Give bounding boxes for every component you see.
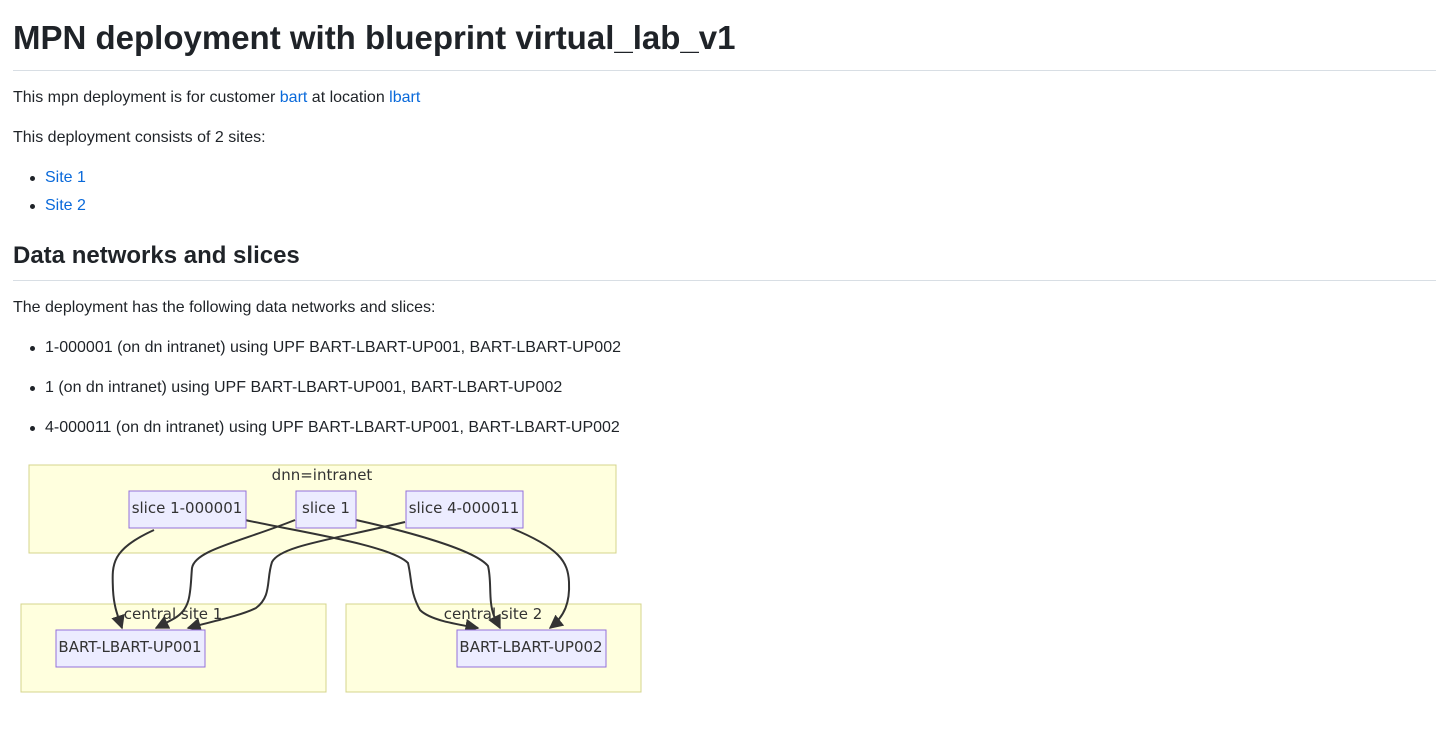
slice-node-1-000001: slice 1-000001 — [128, 490, 247, 529]
site-2-link[interactable]: Site 2 — [45, 197, 86, 214]
edge-slice1-up002 — [355, 519, 501, 630]
upf-node-box — [55, 629, 206, 668]
list-bullet — [30, 426, 35, 431]
network-item-1: 1-000001 (on dn intranet) using UPF BART… — [45, 339, 621, 356]
sites-intro: This deployment consists of 2 sites: — [13, 129, 266, 146]
upf-node-2: BART-LBART-UP002 — [456, 629, 607, 668]
edge-slice1-000001-up001 — [111, 529, 155, 630]
diagram-edges — [111, 519, 571, 633]
location-link[interactable]: lbart — [389, 89, 421, 106]
upf-node-label: BART-LBART-UP002 — [459, 638, 602, 656]
networks-intro: The deployment has the following data ne… — [13, 299, 436, 316]
slice-node-label: slice 1-000001 — [132, 499, 243, 517]
list-bullet — [30, 176, 35, 181]
slice-node-box — [405, 490, 524, 529]
slice-node-1: slice 1 — [295, 490, 357, 529]
page-title: MPN deployment with blueprint virtual_la… — [13, 19, 736, 56]
list-bullet — [30, 346, 35, 351]
upf-node-box — [456, 629, 607, 668]
intro-paragraph: This mpn deployment is for customer bart… — [13, 86, 420, 110]
slice-node-4-000011: slice 4-000011 — [405, 490, 524, 529]
section-divider — [13, 280, 1436, 281]
slice-node-label: slice 1 — [302, 499, 350, 517]
customer-link[interactable]: bart — [279, 89, 308, 106]
site-cluster-1-label: central site 1 — [124, 605, 223, 623]
list-bullet — [30, 386, 35, 391]
edge-slice4-000011-up002 — [510, 527, 571, 629]
network-item-2: 1 (on dn intranet) using UPF BART-LBART-… — [45, 379, 563, 396]
section-heading: Data networks and slices — [13, 242, 300, 269]
edge-slice4-000011-up001 — [186, 521, 406, 632]
title-divider — [13, 70, 1436, 71]
edge-slice1-up001 — [154, 519, 296, 629]
upf-node-1: BART-LBART-UP001 — [55, 629, 206, 668]
intro-middle-text: at location — [307, 89, 390, 106]
site-1-link[interactable]: Site 1 — [45, 169, 86, 186]
edge-slice1-000001-up002 — [244, 519, 480, 633]
list-bullet — [30, 204, 35, 209]
intro-prefix-text: This mpn deployment is for customer — [13, 89, 280, 106]
network-item-3: 4-000011 (on dn intranet) using UPF BART… — [45, 419, 620, 436]
upf-node-label: BART-LBART-UP001 — [58, 638, 201, 656]
slice-node-box — [128, 490, 247, 529]
slice-node-box — [295, 490, 357, 529]
network-diagram: dnn=intranet central site 1 central site… — [20, 464, 642, 693]
slice-node-label: slice 4-000011 — [409, 499, 520, 517]
dnn-cluster-label: dnn=intranet — [272, 466, 373, 484]
